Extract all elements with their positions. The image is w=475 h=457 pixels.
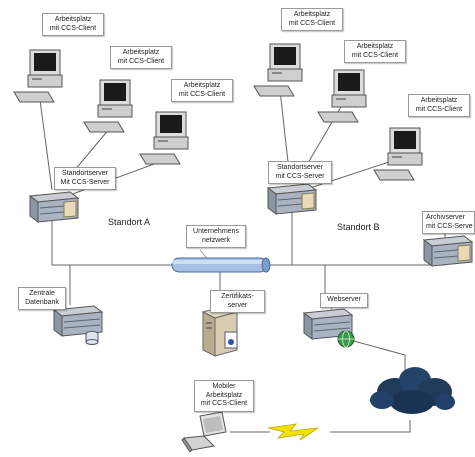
callout-line: mit CCS-Client [288, 19, 336, 27]
callout-server-b: Standortserver mit CCS-Server [268, 161, 332, 184]
server-rack-icon [422, 235, 474, 267]
link-ws1 [39, 99, 53, 191]
lightning-bolt-icon [267, 423, 319, 441]
web-server-icon [302, 308, 355, 348]
callout-line: mit CCS-Server [275, 172, 325, 180]
callout-ws1: Arbeitsplatz mit CCS-Client [42, 13, 104, 36]
callout-ws4: Arbeitsplatz mit CCS-Client [281, 8, 343, 31]
callout-network: Unternehmens netzwerk [186, 225, 246, 248]
callout-line: Standortserver [277, 164, 323, 171]
internet-cloud-icon [370, 367, 455, 414]
server-rack-icon [28, 191, 80, 223]
callout-line: server [227, 301, 248, 309]
callout-line: mit CCS-Serve [426, 222, 473, 230]
database-server-icon [52, 305, 104, 345]
callout-line: mit CCS-Client [117, 57, 165, 65]
callout-line: Mit CCS-Server [60, 178, 110, 186]
callout-webserver: Webserver [320, 293, 368, 308]
callout-ws2: Arbeitsplatz mit CCS-Client [110, 46, 172, 69]
callout-line: Zentrale [29, 290, 55, 297]
callout-line: netzwerk [201, 236, 230, 244]
workstation-icon [373, 127, 423, 181]
callout-line: mit CCS-Client [415, 105, 463, 113]
callout-line: Arbeitsplatz [183, 82, 221, 89]
callout-line: mit CCS-Client [178, 90, 226, 98]
server-rack-icon [266, 183, 318, 215]
callout-ws6: Arbeitsplatz mit CCS-Client [408, 94, 470, 117]
callout-line: Mobiler [212, 383, 236, 390]
callout-mobile: Mobiler Arbeitsplatz mit CCS-Client [194, 380, 254, 412]
callout-line: Arbeitsplatz [293, 11, 331, 18]
callout-line: Webserver [327, 296, 361, 303]
workstation-icon [317, 69, 367, 123]
link-cloud [349, 339, 406, 372]
callout-line: Zertifikats- [221, 293, 254, 300]
callout-ws3: Arbeitsplatz mit CCS-Client [171, 79, 233, 102]
callout-line: Arbeitsplatz [205, 391, 243, 399]
callout-line: Archivserver [426, 214, 465, 221]
link-cloud-mobile [330, 420, 411, 433]
callout-server-a: Standortserver Mit CCS-Server [54, 167, 116, 190]
callout-line: mit CCS-Client [49, 24, 97, 32]
callout-line: mit CCS-Client [200, 400, 248, 407]
callout-certificate: Zertifikats- server [210, 290, 265, 313]
laptop-icon [181, 412, 227, 452]
callout-database: Zentrale Datenbank [18, 287, 66, 310]
site-a-label: Standort A [108, 217, 151, 227]
workstation-icon [253, 43, 303, 97]
callout-line: Datenbank [25, 298, 59, 306]
callout-line: Arbeitsplatz [356, 43, 394, 50]
callout-line: Standortserver [62, 170, 108, 177]
workstation-icon [139, 111, 189, 165]
site-b-label: Standort B [337, 222, 380, 232]
callout-archive: Archivserver mit CCS-Serve [422, 211, 475, 234]
callout-line: Arbeitsplatz [122, 49, 160, 56]
callout-line: Arbeitsplatz [54, 16, 92, 23]
callout-line: Arbeitsplatz [420, 97, 458, 104]
workstation-icon [83, 79, 133, 133]
network-pipe-icon [171, 257, 271, 273]
callout-line: Unternehmens [193, 228, 239, 235]
callout-line: mit CCS-Client [351, 51, 399, 59]
workstation-icon [13, 49, 63, 103]
callout-ws5: Arbeitsplatz mit CCS-Client [344, 40, 406, 63]
